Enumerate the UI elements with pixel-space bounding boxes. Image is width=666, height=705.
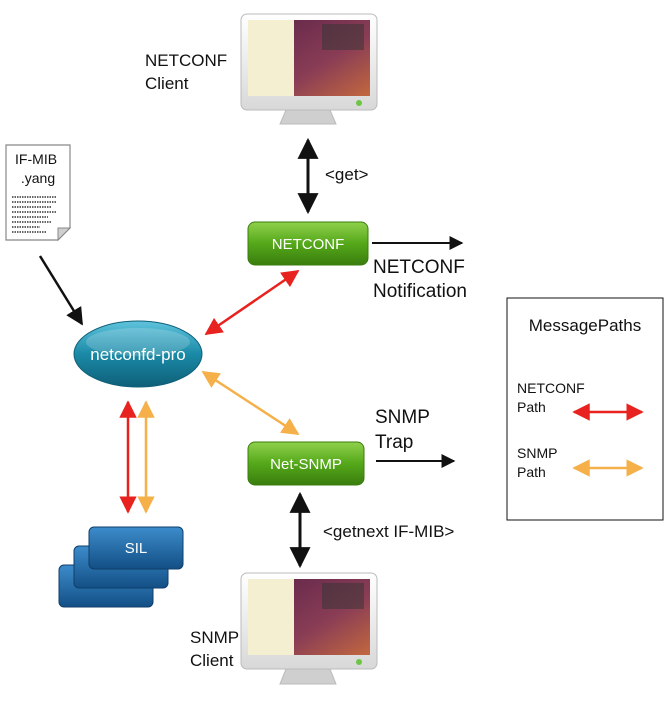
- legend-snmp-label: SNMP Path: [517, 445, 561, 480]
- legend: MessagePaths NETCONF Path SNMP Path: [506, 297, 664, 521]
- net-snmp-box: Net-SNMP: [247, 441, 365, 486]
- netconf-server-box: NETCONF: [247, 221, 369, 266]
- snmp-path-arrow: [201, 370, 300, 436]
- yang-file-label: IF-MIB .yang: [15, 151, 61, 186]
- yang-file-document: IF-MIB .yang: [5, 144, 72, 242]
- netconf-server-label: NETCONF: [272, 236, 345, 253]
- sil-label: SIL: [125, 540, 148, 557]
- netconfd-pro-node: netconfd-pro: [73, 320, 203, 388]
- netconf-client-monitor: [240, 13, 378, 125]
- netconf-client-label: NETCONF Client: [145, 51, 232, 93]
- sil-stack: SIL: [58, 526, 184, 608]
- net-snmp-label: Net-SNMP: [270, 456, 342, 473]
- netconf-notification-label: NETCONF Notification: [373, 257, 470, 302]
- yang-load-arrow: [38, 255, 84, 326]
- netconf-path-arrow: [204, 269, 300, 336]
- snmp-trap-label: SNMP Trap: [375, 407, 435, 453]
- snmp-client-monitor: [240, 572, 378, 685]
- netconfd-pro-label: netconfd-pro: [90, 345, 185, 364]
- snmp-client-label: SNMP Client: [190, 628, 244, 670]
- legend-netconf-label: NETCONF Path: [517, 380, 589, 415]
- get-label: <get>: [325, 165, 369, 184]
- getnext-label: <getnext IF-MIB>: [323, 522, 454, 541]
- legend-title: MessagePaths: [529, 316, 641, 335]
